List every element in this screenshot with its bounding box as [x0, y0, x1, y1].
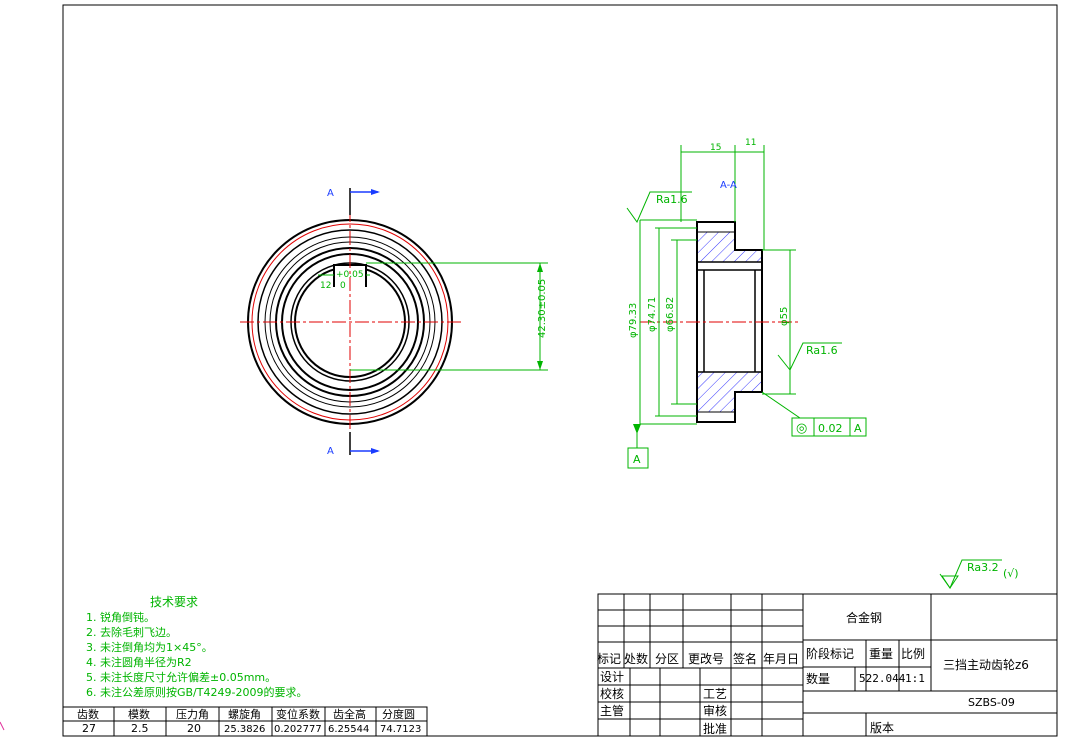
- section-view: [626, 145, 867, 469]
- gear-param-value: 27: [82, 722, 96, 735]
- quantity-label: 数量: [806, 671, 830, 686]
- gear-param-value: 74.7123: [380, 724, 421, 735]
- tech-req-item: 6. 未注公差原则按GB/T4249-2009的要求。: [86, 685, 307, 699]
- change-header: 处数: [624, 651, 648, 666]
- gear-param-header: 变位系数: [276, 707, 320, 721]
- section-title: A-A: [720, 180, 737, 191]
- tech-req-item: 3. 未注倒角均为1×45°。: [86, 640, 213, 654]
- role-review: 审核: [703, 703, 727, 718]
- version-label: 版本: [870, 721, 894, 735]
- stage-mark: 阶段标记: [806, 646, 854, 661]
- weight-label: 重量: [869, 647, 893, 661]
- gdt-datum: A: [854, 422, 862, 435]
- dim-top-left: 15: [710, 143, 721, 153]
- dim-keyway-depth: 42.30±0.05: [537, 279, 548, 338]
- gear-param-table: [62, 706, 428, 737]
- role-process: 工艺: [703, 687, 727, 701]
- keyway-dim-b: 12: [320, 281, 331, 291]
- gear-param-header: 螺旋角: [228, 707, 261, 721]
- dim-outer: φ79.33: [628, 303, 639, 338]
- drawing-border: [62, 4, 1058, 737]
- keyway-dim-c: 0: [340, 281, 346, 291]
- front-view: [240, 188, 548, 455]
- tech-req-item: 4. 未注圆角半径为R2: [86, 655, 192, 669]
- gdt-symbol: ◎: [796, 421, 807, 436]
- title-block: [597, 593, 1058, 737]
- weight-value: 522.044: [859, 672, 906, 685]
- gear-param-header: 齿数: [77, 708, 99, 721]
- edge-mark: [0, 721, 5, 731]
- keyway-dim-a: +0.05: [336, 270, 364, 280]
- datum-label: A: [633, 453, 641, 466]
- material: 合金钢: [846, 610, 882, 625]
- roughness-left: Ra1.6: [656, 193, 688, 206]
- gear-param-value: 20: [187, 722, 201, 735]
- dim-top-right: 11: [745, 138, 756, 148]
- tech-req-item: 5. 未注长度尺寸允许偏差±0.05mm。: [86, 670, 276, 684]
- change-header: 更改号: [688, 652, 724, 666]
- part-name: 三挡主动齿轮z6: [943, 658, 1029, 672]
- gear-param-value: 25.3826: [224, 724, 265, 735]
- gear-param-value: 2.5: [131, 722, 149, 735]
- dim-d2: φ74.71: [647, 297, 658, 332]
- gear-param-value: 0.202777: [274, 724, 322, 735]
- gear-param-header: 分度圆: [382, 707, 415, 721]
- role-check: 校核: [600, 686, 624, 701]
- dim-bore: φ55: [779, 307, 790, 326]
- gear-param-value: 6.25544: [328, 724, 369, 735]
- gear-param-header: 齿全高: [333, 707, 366, 721]
- role-approve: 批准: [703, 721, 727, 736]
- tech-req-item: 1. 锐角倒钝。: [86, 610, 155, 624]
- change-header: 分区: [655, 652, 679, 666]
- section-label-top: A: [327, 188, 334, 199]
- general-roughness-suffix: (√): [1003, 567, 1019, 580]
- change-header: 年月日: [763, 652, 799, 666]
- role-design: 设计: [600, 670, 624, 684]
- tech-req-title: 技术要求: [150, 595, 198, 609]
- section-label-bottom: A: [327, 446, 334, 457]
- drawing-number: SZBS-09: [968, 696, 1015, 709]
- tech-req-item: 2. 去除毛刺飞边。: [86, 625, 177, 639]
- gdt-tolerance: 0.02: [818, 422, 843, 435]
- scale-label: 比例: [901, 647, 925, 661]
- change-header: 标记: [597, 652, 621, 666]
- dim-d3: φ66.82: [665, 297, 676, 332]
- scale-value: 1:1: [905, 672, 925, 685]
- change-header: 签名: [733, 651, 757, 666]
- roughness-right: Ra1.6: [806, 344, 838, 357]
- general-roughness-value: Ra3.2: [967, 561, 999, 574]
- gear-param-header: 压力角: [176, 708, 209, 721]
- role-supervisor: 主管: [600, 703, 624, 718]
- gear-param-header: 模数: [128, 708, 150, 721]
